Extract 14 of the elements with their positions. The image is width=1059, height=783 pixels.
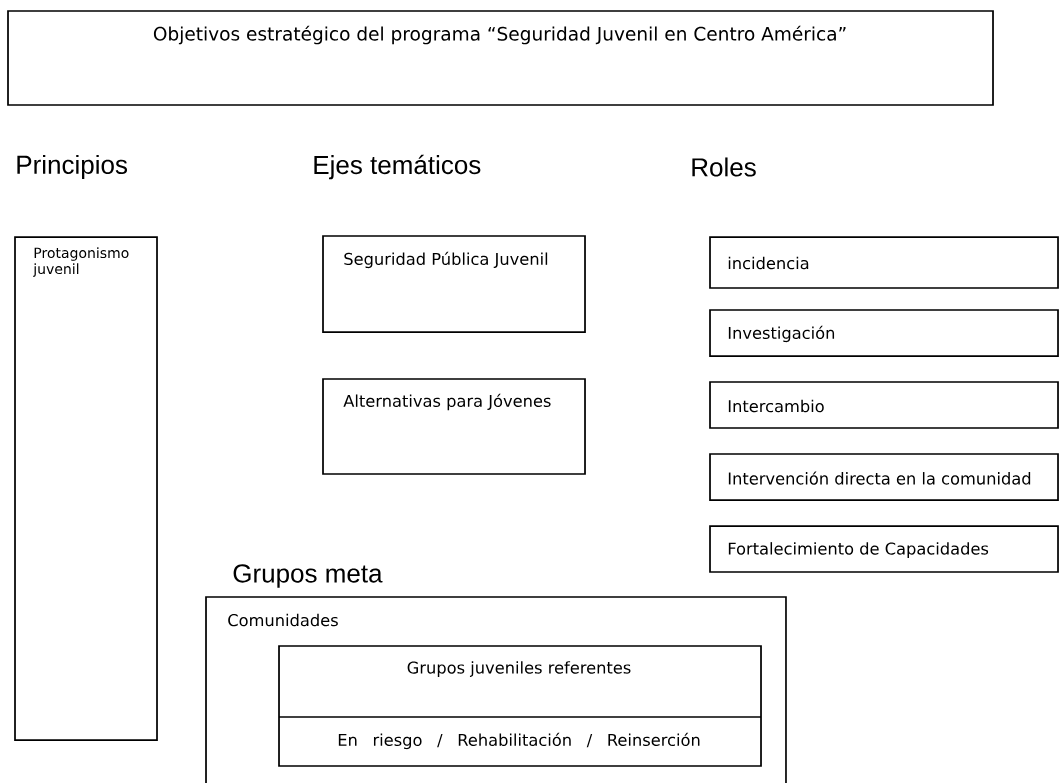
section-heading: Ejes temáticos — [314, 154, 481, 180]
section-box: Objetivos estratégico del programa “Seguridad Juvenil en Centro América” — [7, 10, 994, 106]
section-box: Intercambio — [709, 381, 1059, 429]
section-heading: Grupos meta — [233, 564, 383, 588]
section-box: Protagonismo juvenil — [14, 236, 158, 741]
section-box: Intervención directa en la comunidad — [709, 453, 1059, 501]
section-box: Seguridad Pública Juvenil — [322, 235, 586, 333]
section-box: Investigación — [709, 309, 1059, 357]
section-box: incidencia — [709, 236, 1059, 289]
group-box: Grupos juveniles referentes En riesgo / Rehabilitación / Reinserción — [278, 645, 762, 767]
section-heading: Principios — [17, 154, 127, 180]
section-heading: Roles — [692, 157, 756, 177]
section-box: Fortalecimiento de Capacidades — [709, 525, 1059, 573]
section-box: Alternativas para Jóvenes — [322, 378, 586, 475]
